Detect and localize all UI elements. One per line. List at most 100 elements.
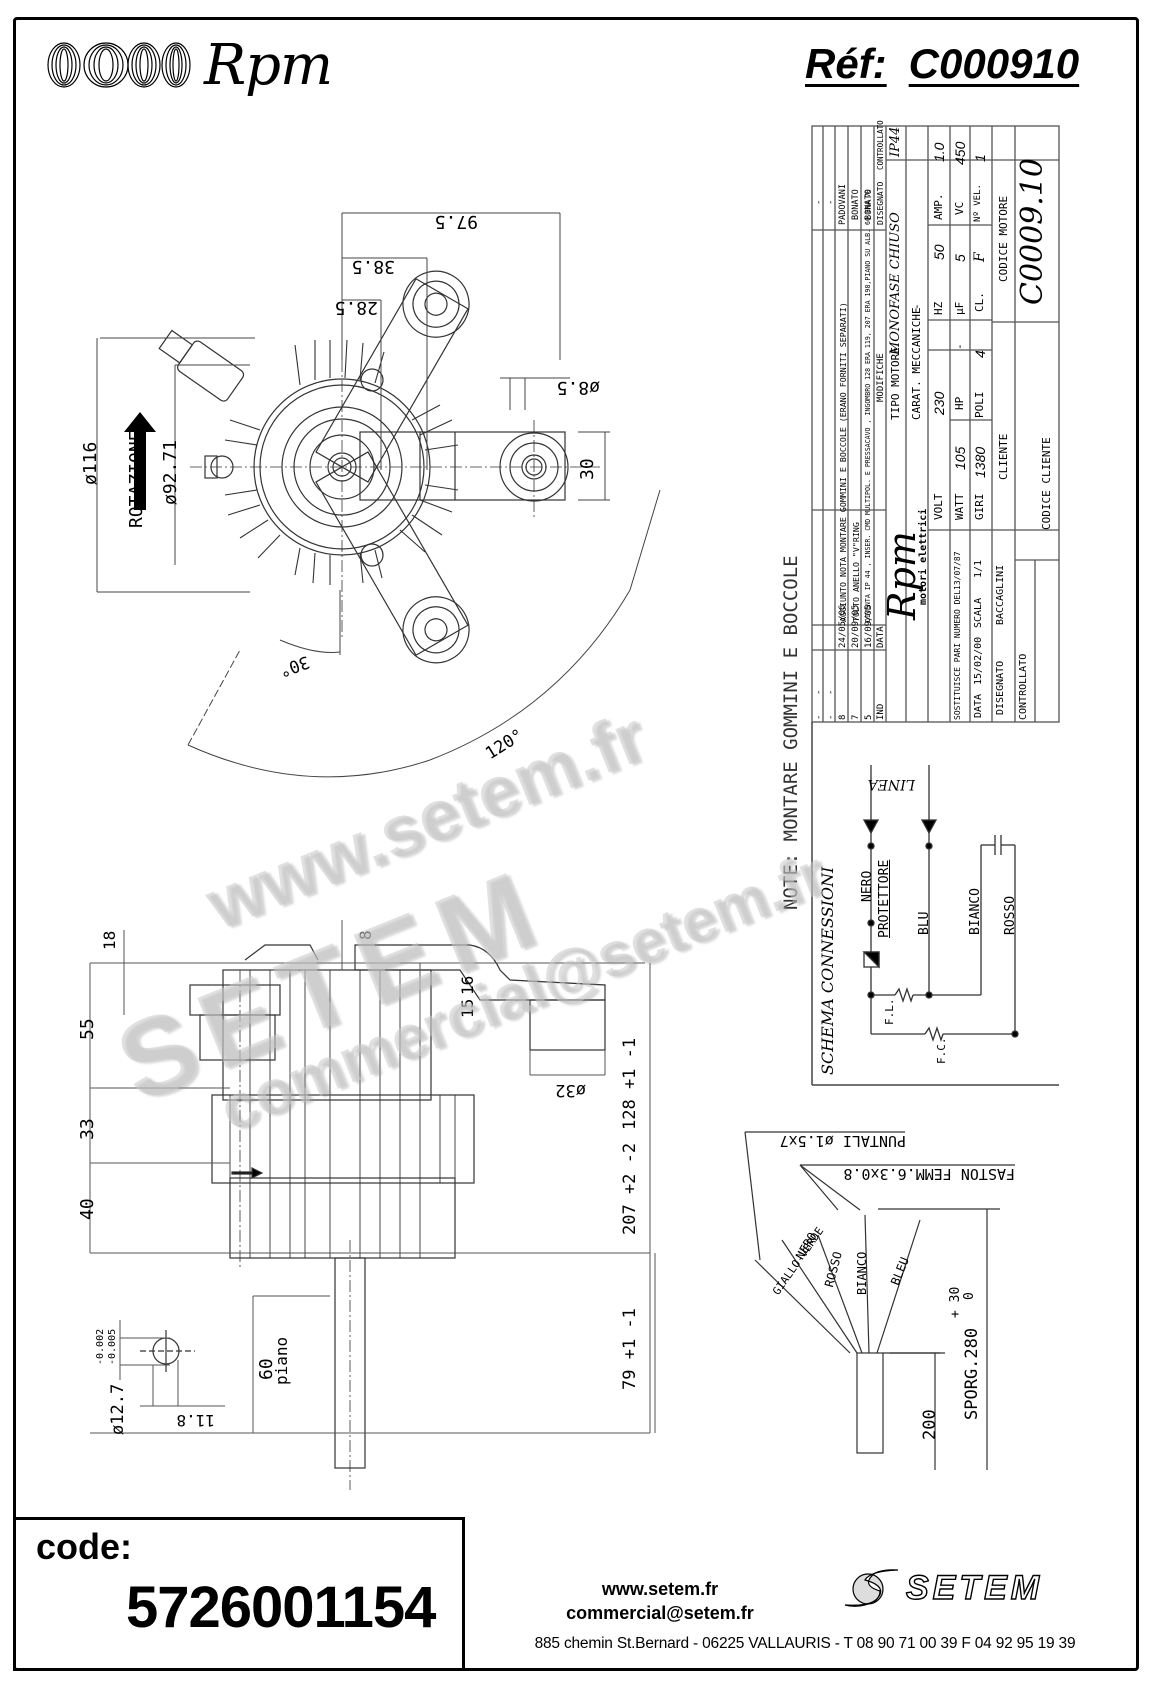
data-label: DATA (973, 693, 984, 718)
tol-minus-002: -0.002 (95, 1328, 106, 1365)
poli-value: 4 (972, 350, 988, 358)
amp-value: 1.0 (931, 142, 947, 162)
rev-5-ind: 5 (864, 714, 874, 720)
watt-label: WATT (953, 493, 966, 521)
nvel-value: 1 (972, 154, 988, 162)
rotation-label: ROTAZIONE (126, 430, 147, 528)
carat-label: CARAT. MECCANICHE (910, 307, 923, 420)
rev-5-by: BONATO (864, 189, 874, 220)
dim-97-5: 97.5 (434, 211, 478, 232)
disegnato-value: BACCAGLINI (995, 564, 1006, 625)
assembly-note: NOTE: MONTARE GOMMINI E BOCCOLE (780, 555, 802, 910)
dim-207: 207 +2 -2 (620, 1142, 640, 1235)
linea-label: LINEA (867, 776, 915, 792)
carat-value: - (910, 303, 923, 310)
wire-bianco-cable: BIANCO (855, 1251, 869, 1295)
reference-number: Réf:C000910 (805, 40, 1079, 88)
hp-value: - (953, 343, 966, 350)
ref-value: C000910 (908, 40, 1080, 87)
rev-8-ind: 8 (838, 714, 848, 720)
setem-logo: SETEM (840, 1565, 1043, 1611)
rpm-subtitle: motori elettrici (918, 508, 929, 605)
volt-value: 230 (931, 391, 947, 415)
rev-1-ind: - (814, 714, 824, 720)
sporg-label: SPORG.280 (962, 1327, 982, 1420)
fl-label: F.L. (883, 998, 896, 1026)
motor-top-view (158, 270, 600, 664)
rev-2-by: - (826, 199, 836, 205)
faston-label: FASTON FEMM.6.3x0.8 (843, 1165, 1015, 1183)
rev-5-desc: DIVENTA IP 44 , INSER. CMD MULTIPOL. E P… (864, 189, 872, 622)
dim-15: 15 (458, 998, 477, 1018)
rev-7-desc: TOLTO ANELLO "V"RING (851, 522, 861, 622)
ip-rating: IP44 (888, 126, 903, 157)
schema-title: SCHEMA CONNESSIONI (818, 866, 837, 1075)
plano-label: piano (272, 1336, 291, 1385)
rev-7-by: BONATO (851, 189, 861, 220)
dim-d116: ø116 (80, 441, 101, 485)
sporg-tol-minus: 0 (962, 1292, 977, 1300)
dim-d8-5: ø8.5 (556, 377, 600, 398)
cable-drawing (744, 1131, 1015, 1470)
giri-value: 1380 (972, 446, 988, 478)
tipo-motore-value: MONOFASE CHIUSO (888, 212, 903, 355)
data-value: 15/02/00 (973, 636, 984, 685)
wire-bianco: BIANCO (968, 888, 983, 935)
codice-cliente-label: CODICE CLIENTE (1040, 437, 1053, 530)
dim-d92-71: ø92.71 (160, 439, 181, 505)
dim-d32: ø32 (555, 1080, 586, 1100)
email-link[interactable]: commercial@setem.fr (566, 1603, 754, 1623)
rev-header-drawn: DISEGNATO (876, 181, 885, 225)
rev-header-desc: MODIFICHE (876, 353, 886, 402)
coil-logo-icon (47, 42, 191, 88)
hp-label: HP (953, 396, 966, 410)
dim-55: 55 (77, 1018, 98, 1040)
codice-motore-value: C0009.10 (1015, 157, 1050, 305)
code-value: 5726001154 (126, 1575, 436, 1640)
hz-label: HZ (932, 301, 945, 315)
nvel-label: Nº VEL. (973, 184, 983, 222)
controllato-label: CONTROLLATO (1018, 653, 1029, 720)
rpm-logo: Rpm (44, 30, 333, 100)
drawing-frame (13, 17, 1139, 1671)
dim-40: 40 (77, 1198, 98, 1220)
tipo-motore-label: TIPO MOTORE (889, 347, 902, 420)
uf-value: 5 (952, 254, 968, 262)
dim-33: 33 (77, 1118, 98, 1140)
cl-value: F (972, 252, 988, 262)
fc-label: F.C. (935, 1037, 948, 1065)
website-link[interactable]: www.setem.fr (601, 1579, 719, 1599)
volt-label: VOLT (932, 493, 945, 521)
title-block-grid (811, 125, 1060, 723)
code-label: code: (36, 1526, 133, 1567)
wire-rosso: ROSSO (1003, 895, 1018, 935)
disegnato-label: DISEGNATO (995, 660, 1006, 715)
wire-blu: BLU (917, 911, 932, 935)
rev-8-by: PADOVANI (838, 184, 848, 225)
vc-value: 450 (952, 141, 968, 165)
sostituisce-date: 13/07/87 (953, 551, 962, 590)
wire-protettore: PROTETTORE (877, 859, 892, 938)
dim-79: 79 +1 -1 (620, 1308, 640, 1390)
contact-info: www.setem.fr commercial@setem.fr (520, 1577, 800, 1625)
cable-length-200: 200 (920, 1409, 940, 1440)
dim-128: 128 +1 -1 (620, 1037, 640, 1130)
vc-label: VC (953, 201, 966, 215)
dim-28-5: 28.5 (334, 297, 378, 318)
dim-30: 30 (577, 458, 598, 480)
dim-16: 16 (458, 975, 477, 995)
rev-8-desc: AGGIUNTO NOTA MONTARE GOMMINI E BOCCOLE … (838, 302, 848, 622)
dim-8: 8 (356, 930, 375, 940)
rev-2-ind: - (826, 714, 836, 720)
giri-label: GIRI (973, 493, 986, 521)
setem-wordmark: SETEM (905, 1568, 1044, 1607)
tol-minus-005: -0.005 (107, 1328, 118, 1365)
scala-label: SCALA (973, 597, 984, 628)
codice-motore-label: CODICE MOTORE (997, 195, 1010, 282)
puntali-label: PUNTALI ø1.5x7 (779, 1132, 906, 1150)
uf-label: µF (953, 301, 966, 315)
rev-2-date: - (826, 689, 836, 695)
rev-header-date: DATA (876, 626, 886, 648)
rev-1-by: - (814, 199, 824, 205)
sporg-tol-plus: + 30 (948, 1286, 963, 1318)
